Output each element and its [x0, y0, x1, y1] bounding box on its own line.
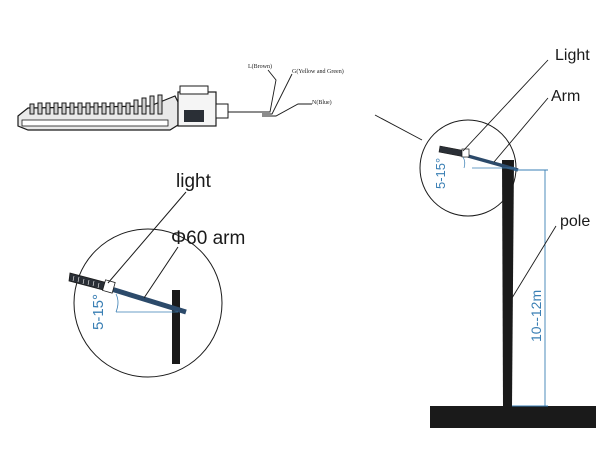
label-arm-right: Arm: [551, 88, 580, 105]
arm-left: [107, 285, 187, 315]
pole: [502, 160, 514, 406]
leader-arm-right: [493, 97, 549, 163]
leader-light-right: [462, 59, 549, 152]
label-angle-right: 5-15°: [433, 158, 448, 189]
label-light-right: Light: [555, 47, 590, 64]
fixture-right: [438, 145, 470, 158]
label-height: 10--12m: [528, 290, 544, 342]
luminaire-side-view: [17, 69, 312, 131]
wire-label-neutral: N(Blue): [312, 99, 332, 106]
pole-base: [430, 406, 596, 428]
wire-label-ground: G(Yellow and Green): [292, 68, 344, 75]
label-angle-left: 5-15°: [90, 294, 107, 330]
pole-stub-left: [172, 290, 180, 364]
zoom-leader: [374, 114, 423, 141]
heat-sink-fins: [29, 94, 163, 115]
wires: [262, 69, 312, 117]
label-light-left: light: [176, 171, 212, 192]
fixture-left: [68, 272, 116, 294]
leader-pole: [511, 225, 557, 299]
leader-arm-left: [143, 246, 179, 299]
leader-light-left: [107, 191, 187, 284]
pole-installation: [374, 59, 596, 428]
label-arm-left: Φ60 arm: [171, 228, 245, 249]
detail-circle-left: [68, 191, 223, 378]
label-pole: pole: [560, 213, 590, 230]
wire-label-live: L(Brown): [248, 63, 272, 70]
